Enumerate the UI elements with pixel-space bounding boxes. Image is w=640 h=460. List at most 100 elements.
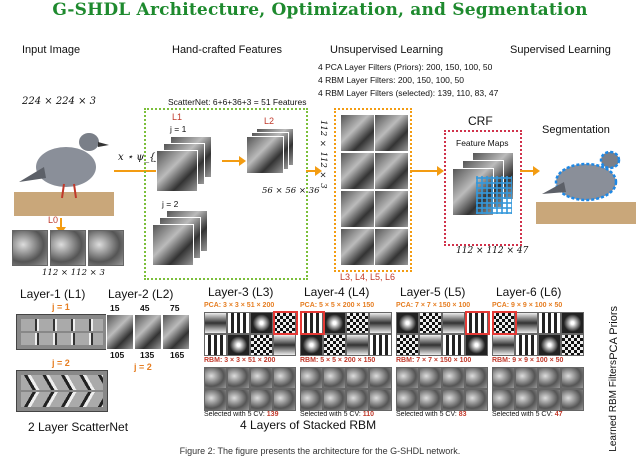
segmentation-image xyxy=(536,140,636,224)
rbm-filters-side: Learned RBM Filters xyxy=(608,360,619,452)
crf-dims: 112 × 112 × 47 xyxy=(456,246,529,256)
pca-filter-tile xyxy=(515,334,538,356)
highlight-square xyxy=(465,311,490,335)
rbm-filter-tile xyxy=(300,367,323,389)
pca-filter-tile xyxy=(250,312,273,334)
rbm-filter-tile xyxy=(515,367,538,389)
crf-box xyxy=(444,130,522,246)
rbm-filter-tile xyxy=(273,367,296,389)
rbm-filter-tile xyxy=(492,389,515,411)
rbm-filter-tile xyxy=(561,367,584,389)
scatternet-box xyxy=(144,108,308,280)
pca-filter-tile xyxy=(369,312,392,334)
rbm-filter-tile xyxy=(204,367,227,389)
rbm-filter-tile xyxy=(250,389,273,411)
pca-priors-side: PCA Priors xyxy=(608,306,620,360)
rbm-filter-tile xyxy=(419,367,442,389)
highlight-square xyxy=(300,311,325,335)
rbm-dims: RBM: 9 × 9 × 100 × 50 xyxy=(492,357,564,364)
pca-filter-tile xyxy=(346,334,369,356)
l2-bottom-3: 165 xyxy=(170,350,185,360)
rbm-filters-text: 4 RBM Layer Filters: 200, 150, 100, 50 xyxy=(318,75,464,85)
pca-filter-tile xyxy=(442,312,465,334)
rbm-filter-tile xyxy=(300,389,323,411)
pca-filter-tile xyxy=(273,334,296,356)
rbm-filter-tile xyxy=(538,367,561,389)
layer-title: Layer-5 (L5) xyxy=(400,285,466,299)
pigeon-image xyxy=(14,112,114,216)
pca-filter-tile xyxy=(323,334,346,356)
rbm-filter-tile xyxy=(273,389,296,411)
pca-filter-tile xyxy=(515,312,538,334)
pca-filter-tile xyxy=(204,334,227,356)
highlight-square xyxy=(273,311,298,335)
l0-dims: 112 × 112 × 3 xyxy=(42,268,105,278)
rbm-filter-tile xyxy=(323,367,346,389)
pca-filter-tile xyxy=(561,312,584,334)
rbm-filter-tile xyxy=(204,389,227,411)
rbm-filter-tile xyxy=(227,367,250,389)
rbm-filter-tile xyxy=(369,367,392,389)
rbm-filter-tile xyxy=(396,367,419,389)
l2-bottom-1: 105 xyxy=(110,350,125,360)
pca-filter-tile xyxy=(204,312,227,334)
layer1-title: Layer-1 (L1) xyxy=(20,287,86,301)
scatter-l2-dims: 56 × 56 × 36 xyxy=(262,186,320,196)
rbm-filter-tile xyxy=(346,389,369,411)
rbm-filter-tile xyxy=(442,389,465,411)
selected-cv: Selected with 5 CV: 47 xyxy=(492,411,563,418)
scatter-l1-stack-j1 xyxy=(156,136,216,192)
figure-title: G-SHDL Architecture, Optimization, and S… xyxy=(52,0,588,20)
layer-title: Layer-6 (L6) xyxy=(496,285,562,299)
scatternet-features: ScatterNet: 6+6+36+3 = 51 Features xyxy=(168,97,307,107)
segmentation-label: Segmentation xyxy=(542,124,610,136)
pca-dims: PCA: 9 × 9 × 100 × 50 xyxy=(492,302,563,309)
rbm-filter-tile xyxy=(465,367,488,389)
feature-maps-stack xyxy=(452,152,514,222)
layer2-wavelets xyxy=(106,314,190,350)
pca-filter-tile xyxy=(465,334,488,356)
selected-cv: Selected with 5 CV: 110 xyxy=(300,411,375,418)
rbm-box xyxy=(334,108,412,272)
layer1-wavelets-j1 xyxy=(16,314,108,350)
layer1-wavelets-j2 xyxy=(16,370,108,412)
pca-filter-tile xyxy=(396,334,419,356)
rbm-filter-tile xyxy=(419,389,442,411)
rbm-selected-text: 4 RBM Layer Filters (selected): 139, 110… xyxy=(318,88,499,98)
selected-cv: Selected with 5 CV: 139 xyxy=(204,411,279,418)
rbm-filter-tile xyxy=(538,389,561,411)
rbm-filter-tile xyxy=(346,367,369,389)
pca-dims: PCA: 5 × 5 × 200 × 150 xyxy=(300,302,375,309)
selected-cv: Selected with 5 CV: 83 xyxy=(396,411,467,418)
rbm-layer-panel-6: Layer-6 (L6) PCA: 9 × 9 × 100 × 50 RBM: 9 … xyxy=(492,285,588,419)
pca-filter-tile xyxy=(419,334,442,356)
rbm-filter-tile xyxy=(396,389,419,411)
pca-filters-text: 4 PCA Layer Filters (Priors): 200, 150, … xyxy=(318,62,493,72)
header-input-image: Input Image xyxy=(22,44,81,56)
layer1-j2: j = 2 xyxy=(52,358,70,368)
layer-title: Layer-4 (L4) xyxy=(304,285,370,299)
feature-maps-label: Feature Maps xyxy=(456,138,509,148)
header-handcrafted: Hand-crafted Features xyxy=(172,44,283,56)
l2-bottom-2: 135 xyxy=(140,350,155,360)
header-supervised: Supervised Learning xyxy=(510,44,611,56)
pca-filter-tile xyxy=(538,312,561,334)
scatter-l2-stack xyxy=(246,128,296,174)
pca-filter-tile xyxy=(442,334,465,356)
rbm-caption: 4 Layers of Stacked RBM xyxy=(240,418,377,432)
rbm-filter-tile xyxy=(323,389,346,411)
pca-filter-tile xyxy=(396,312,419,334)
rbm-filter-tile xyxy=(561,389,584,411)
rbm-filter-tile xyxy=(515,389,538,411)
rbm-filter-tile xyxy=(369,389,392,411)
pca-filter-tile xyxy=(346,312,369,334)
pca-filter-tile xyxy=(227,312,250,334)
layer1-j1: j = 1 xyxy=(52,302,70,312)
scatter-j2: j = 2 xyxy=(162,199,179,209)
figure-caption: Figure 2: The figure presents the archit… xyxy=(179,446,461,456)
l2-top-1: 15 xyxy=(110,303,120,313)
rbm-layers-label: L3, L4, L5, L6 xyxy=(340,272,396,282)
